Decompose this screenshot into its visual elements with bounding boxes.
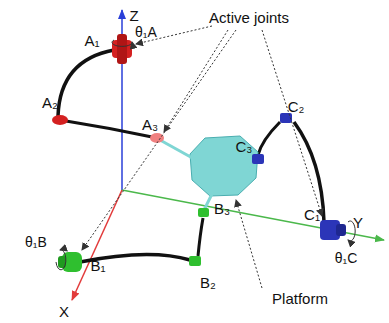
platform bbox=[190, 136, 258, 196]
annotation: Platform bbox=[272, 291, 328, 306]
joint-label: A₃ bbox=[142, 117, 158, 132]
y-axis bbox=[122, 190, 384, 240]
angle-label: θ₁B bbox=[25, 235, 47, 249]
joint-label: A₁ bbox=[84, 33, 99, 48]
link-c bbox=[294, 122, 324, 222]
axis-label: Z bbox=[129, 8, 138, 23]
leader-line bbox=[236, 200, 262, 288]
leader-line bbox=[262, 30, 322, 216]
joint-label: A₂ bbox=[42, 95, 58, 110]
x-axis bbox=[72, 190, 122, 300]
annotation: Active joints bbox=[209, 10, 289, 25]
joint-c1 bbox=[320, 220, 346, 240]
joint-b3 bbox=[198, 208, 209, 217]
joint-label: B₁ bbox=[90, 258, 105, 273]
joint-label: C₂ bbox=[288, 99, 305, 114]
link-a bbox=[66, 121, 152, 137]
link-b bbox=[198, 218, 203, 256]
leader-line bbox=[82, 30, 236, 250]
rotation-arrow bbox=[56, 250, 66, 270]
joint-c3 bbox=[252, 154, 264, 164]
joint-label: B₃ bbox=[214, 201, 230, 216]
platform-leg bbox=[160, 140, 196, 160]
rotation-arrow bbox=[112, 40, 132, 46]
leader-line bbox=[164, 30, 228, 132]
joint-b1 bbox=[58, 252, 82, 272]
angle-label: θ₁C bbox=[335, 251, 358, 265]
joint-label: C₁ bbox=[304, 207, 320, 222]
axis-label: X bbox=[59, 304, 69, 319]
joint-a2 bbox=[52, 115, 68, 125]
axis-label: Y bbox=[353, 215, 363, 230]
joint-label: B₂ bbox=[200, 275, 216, 290]
link-c bbox=[258, 122, 280, 155]
link-a bbox=[58, 50, 114, 116]
joint-a3 bbox=[150, 133, 164, 143]
angle-label: θ₁A bbox=[135, 25, 157, 39]
joint-a1 bbox=[112, 34, 132, 64]
joint-label: C₃ bbox=[236, 139, 253, 154]
joint-b2 bbox=[189, 256, 201, 266]
leader-line bbox=[136, 26, 212, 44]
